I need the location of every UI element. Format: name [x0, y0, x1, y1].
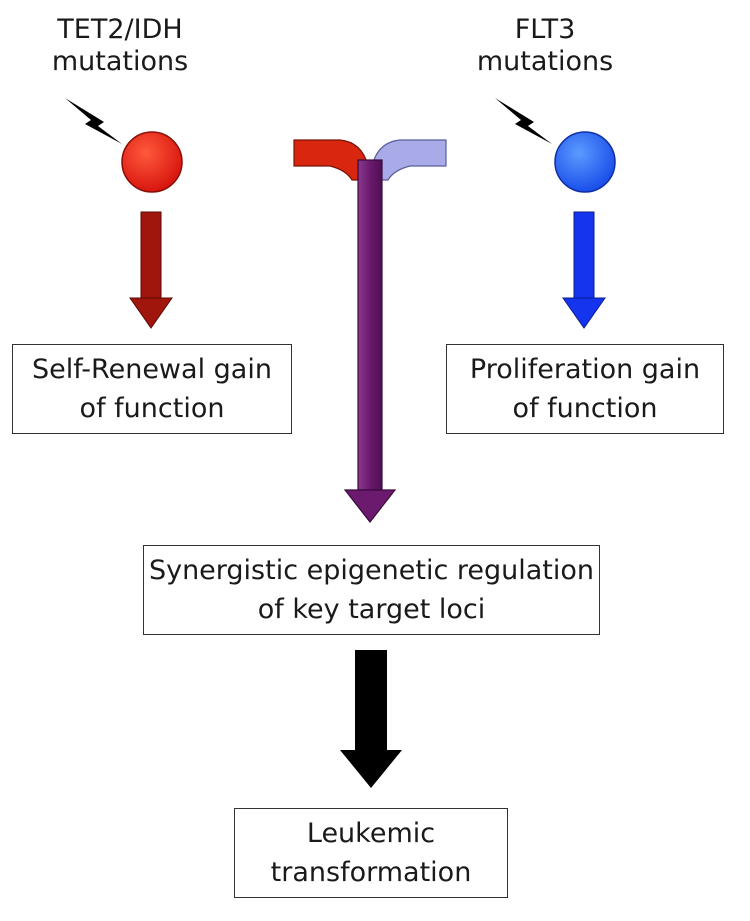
left-down-arrow [129, 211, 173, 329]
tet2-idh-label-line1: TET2/IDH [57, 14, 183, 45]
synergistic-line1: Synergistic epigenetic regulation [148, 554, 595, 586]
synergistic-line2: of key target loci [257, 594, 486, 625]
flt3-label-line1: FLT3 [514, 14, 576, 45]
tet2-idh-mutations-label: TET2/IDH mutations [30, 14, 210, 79]
flt3-mutations-label: FLT3 mutations [470, 14, 620, 79]
self-renewal-line1: Self-Renewal gain [32, 353, 272, 385]
self-renewal-line2: of function [79, 393, 225, 424]
merge-purple-arrowhead [343, 489, 397, 523]
tet2-idh-label-line2: mutations [51, 46, 189, 78]
merge-purple-stem [357, 159, 383, 491]
proliferation-line1: Proliferation gain [469, 353, 701, 385]
right-down-arrow [562, 211, 606, 329]
left-lightning-bolt-icon [65, 98, 122, 144]
leukemic-transformation-box: Leukemic transformation [234, 808, 508, 898]
flt3-circle [554, 131, 616, 193]
leukemic-line1: Leukemic [306, 817, 436, 849]
merge-left-red-branch [293, 139, 369, 181]
leukemic-line2: transformation [270, 857, 472, 888]
proliferation-box: Proliferation gain of function [446, 344, 724, 434]
merging-arrow [293, 139, 447, 523]
tet2-idh-circle [121, 131, 183, 193]
proliferation-line2: of function [512, 393, 658, 424]
synergistic-regulation-box: Synergistic epigenetic regulation of key… [143, 545, 600, 635]
merge-right-lavender-branch [371, 139, 447, 181]
final-black-arrow [340, 650, 402, 788]
right-lightning-bolt-icon [495, 98, 552, 144]
self-renewal-box: Self-Renewal gain of function [12, 344, 292, 434]
flt3-label-line2: mutations [476, 46, 614, 78]
